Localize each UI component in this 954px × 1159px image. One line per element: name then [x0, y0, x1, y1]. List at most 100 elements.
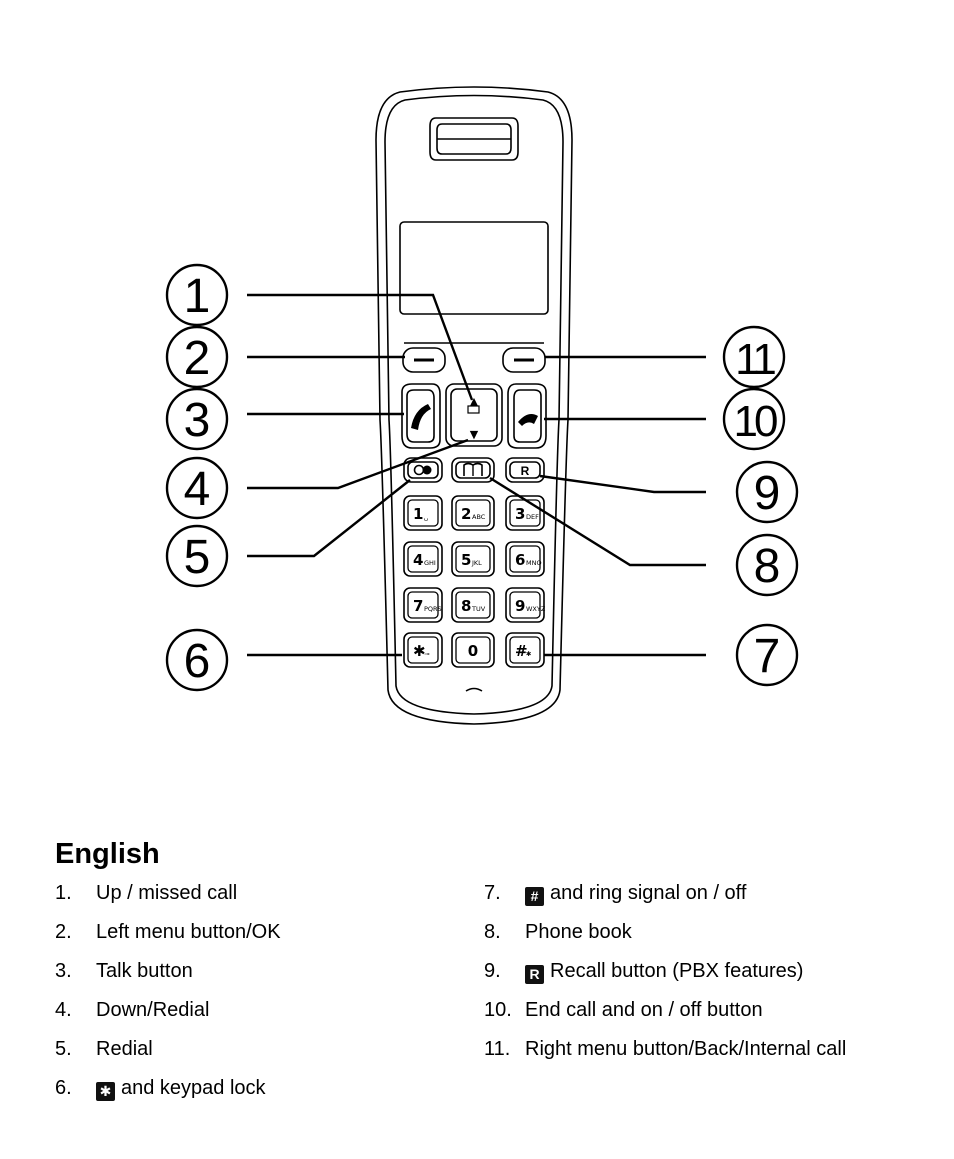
legend-item: 3. Talk button [55, 956, 455, 995]
key-digit: 9 [515, 597, 525, 615]
key-12[interactable]: #✱ [505, 632, 545, 668]
handset-outline [375, 86, 573, 725]
legend-text: Recall button (PBX features) [550, 960, 804, 982]
leader-lines [247, 293, 706, 657]
legend-item: 8. Phone book [484, 917, 924, 956]
legend-text: End call and on / off button [525, 999, 763, 1021]
key-10[interactable]: ✱⊸ [403, 632, 443, 668]
key-digit: 5 [461, 551, 471, 569]
key-letters: ␣ [424, 513, 428, 521]
key-digit: 0 [468, 642, 478, 660]
legend-text: Talk button [96, 960, 193, 982]
legend-number: 1. [55, 882, 72, 904]
callout-9: 9 [735, 460, 799, 524]
earpiece [429, 117, 519, 161]
redial-key[interactable] [403, 457, 443, 483]
callout-4: 4 [165, 456, 229, 520]
legend-text: Phone book [525, 921, 632, 943]
callout-number: 3 [184, 394, 211, 447]
key-digit: 7 [413, 597, 423, 615]
key-11[interactable]: 0 [451, 632, 495, 668]
legend-item: 2.Left menu button/OK [55, 917, 455, 956]
key-letters: MNO [526, 559, 542, 567]
phonebook-key[interactable] [451, 457, 495, 483]
talk-key[interactable] [401, 383, 441, 449]
end-key[interactable] [507, 383, 547, 449]
microphone [465, 687, 483, 692]
legend-item: 5. Redial [55, 1034, 455, 1073]
callout-number: 11 [735, 335, 775, 384]
handset-inner-outline [384, 94, 564, 715]
legend-item: 6. ✱ and keypad lock [55, 1073, 455, 1112]
callout-3: 3 [165, 387, 229, 451]
callout-8: 8 [735, 533, 799, 597]
legend-item: 11.Right menu button/Back/Internal call [484, 1034, 924, 1073]
callout-6: 6 [165, 628, 229, 692]
key-letters: ABC [472, 513, 486, 521]
legend-number: 3. [55, 960, 72, 982]
legend-item: 4.Down/Redial [55, 995, 455, 1034]
callout-11: 11 [722, 325, 786, 389]
missed-call-icon [467, 405, 480, 414]
key-letters: PQRS [424, 605, 442, 613]
callout-2: 2 [165, 325, 229, 389]
key-letters: JKL [471, 559, 482, 567]
callout-number: 8 [754, 540, 781, 593]
legend-text: and keypad lock [121, 1077, 266, 1099]
legend-text: Right menu button/Back/Internal call [525, 1038, 847, 1060]
nav-down-icon: ▼ [470, 428, 479, 441]
key-digit: 4 [413, 551, 423, 569]
key-letters: ✱ [526, 650, 531, 658]
key-letters: TUV [471, 605, 486, 613]
key-letters: WXYZ [526, 605, 546, 613]
callout-number: 5 [184, 531, 211, 584]
legend-number: 5. [55, 1038, 72, 1060]
redial-icon [413, 464, 432, 476]
key-letters: ⊸ [424, 650, 430, 658]
key-letters: GHI [424, 559, 436, 567]
key-digit: 1 [413, 505, 423, 523]
phonebook-icon [463, 462, 483, 476]
recall-label: R [521, 464, 530, 478]
callout-number: 9 [754, 467, 781, 520]
key-digit: ✱ [413, 642, 426, 660]
left-soft-key[interactable] [402, 347, 446, 373]
key-symbol-icon: ✱ [96, 1082, 115, 1101]
callout-number: 4 [184, 463, 211, 516]
recall-key[interactable] [505, 457, 545, 483]
legend-number: 8. [484, 921, 501, 943]
legend-text: Redial [96, 1038, 153, 1060]
legend-number: 7. [484, 882, 501, 904]
display-screen [399, 221, 549, 315]
legend-text: Up / missed call [96, 882, 238, 904]
legend-item: 10.End call and on / off button [484, 995, 924, 1034]
section-title: English [55, 838, 160, 870]
svg-text:▼: ▼ [470, 428, 479, 441]
callout-5: 5 [165, 524, 229, 588]
legend-text: Left menu button/OK [96, 921, 281, 943]
navigation-key[interactable] [445, 383, 503, 447]
svg-text:R: R [521, 464, 530, 478]
legend-text: Down/Redial [96, 999, 210, 1021]
key-digit: 3 [515, 505, 525, 523]
callout-7: 7 [735, 623, 799, 687]
nav-up-icon: ▲ [470, 395, 479, 408]
callout-number: 7 [754, 630, 781, 683]
legend-number: 9. [484, 960, 501, 982]
callout-number: 10 [734, 397, 777, 446]
right-soft-key[interactable] [502, 347, 546, 373]
key-1[interactable]: 1␣ [403, 495, 443, 531]
legend-number: 6. [55, 1077, 72, 1099]
